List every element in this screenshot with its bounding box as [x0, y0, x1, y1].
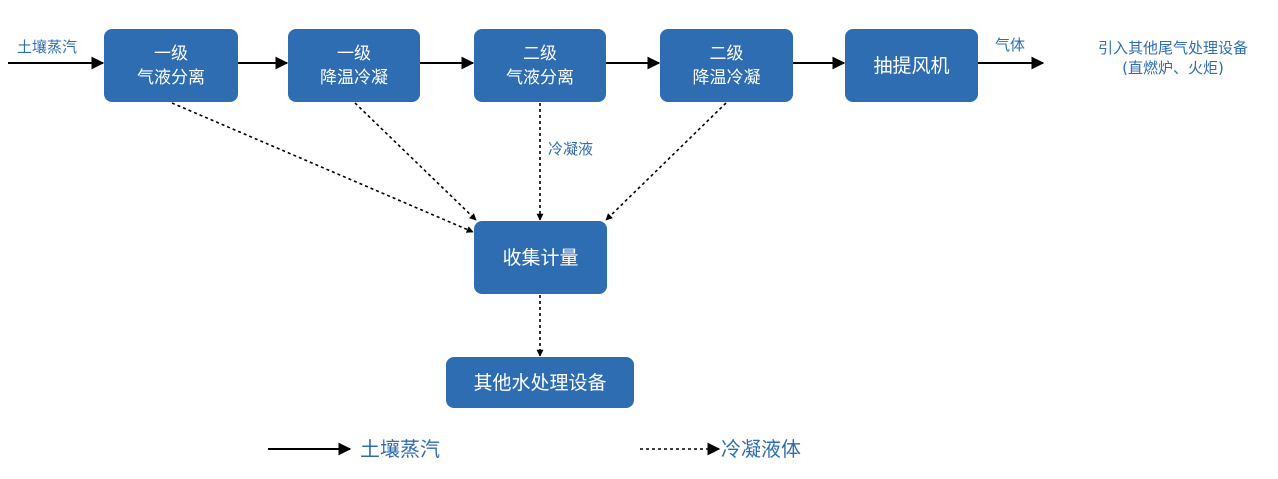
destination-line1: 引入其他尾气处理设备 — [1097, 39, 1248, 57]
node-other-water-equipment: 其他水处理设备 — [446, 357, 634, 408]
node-stage2-cooling-line1: 二级 — [709, 43, 744, 64]
node-stage2-separation: 二级 气液分离 — [474, 29, 606, 102]
node-stage2-cooling: 二级 降温冷凝 — [660, 29, 793, 102]
node-stage1-cooling: 一级 降温冷凝 — [288, 29, 420, 102]
node-other-water-equipment-label: 其他水处理设备 — [473, 371, 607, 394]
node-stage2-separation-line2: 气液分离 — [506, 67, 574, 88]
node-extraction-fan-label: 抽提风机 — [873, 54, 950, 77]
edge-stage1-cooling-to-collection — [354, 102, 477, 221]
edge-stage2-cooling-to-collection — [605, 102, 727, 221]
input-label: 土壤蒸汽 — [17, 38, 78, 56]
node-collection-metering: 收集计量 — [474, 221, 607, 294]
node-stage1-separation-line2: 气液分离 — [137, 67, 205, 88]
node-stage1-separation-line1: 一级 — [154, 43, 188, 64]
legend-dotted-label: 冷凝液体 — [721, 437, 801, 461]
condensate-label: 冷凝液 — [548, 140, 594, 158]
node-stage1-cooling-line2: 降温冷凝 — [320, 67, 388, 88]
node-stage2-cooling-line2: 降温冷凝 — [692, 67, 761, 88]
destination-line2: (直燃炉、火炬) — [1122, 59, 1224, 77]
node-stage1-cooling-line1: 一级 — [337, 43, 371, 64]
gas-label: 气体 — [995, 36, 1026, 54]
node-collection-metering-label: 收集计量 — [502, 246, 579, 269]
edge-stage1-separation-to-collection — [171, 102, 474, 233]
legend-solid-label: 土壤蒸汽 — [360, 437, 440, 461]
node-stage2-separation-line1: 二级 — [523, 43, 557, 64]
destination-label: 引入其他尾气处理设备 (直燃炉、火炬) — [1075, 38, 1271, 78]
node-stage1-separation: 一级 气液分离 — [104, 29, 238, 102]
node-extraction-fan: 抽提风机 — [845, 29, 978, 102]
